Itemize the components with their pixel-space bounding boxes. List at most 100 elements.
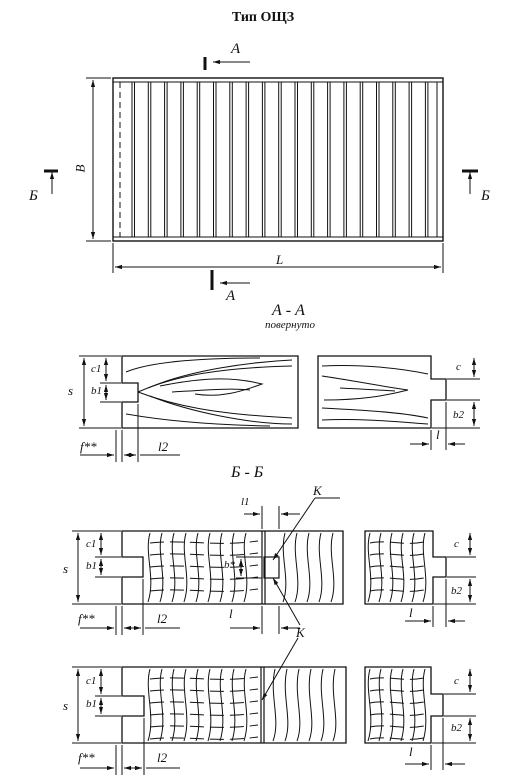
growth-ring-line bbox=[369, 552, 429, 556]
grain-line bbox=[422, 668, 427, 742]
grain-line bbox=[320, 668, 325, 742]
bb-upper-right-board bbox=[364, 530, 447, 605]
bb-upper-dim-l2: l2 bbox=[157, 611, 168, 626]
bb-upper-dim-b2: b2 bbox=[451, 585, 462, 597]
grain-line bbox=[195, 532, 200, 603]
grain-line bbox=[378, 668, 383, 742]
bb-upper-dim-c: c bbox=[454, 538, 459, 550]
bb-upper-dim-l-right: l bbox=[409, 605, 413, 620]
grain-line bbox=[195, 668, 200, 742]
bb-callout-k-lower: K bbox=[296, 625, 305, 640]
grain-line bbox=[411, 532, 416, 603]
grain-line bbox=[422, 532, 427, 603]
growth-ring-line bbox=[149, 552, 259, 556]
aa-dim-b2: b2 bbox=[453, 409, 464, 421]
section-bb-heading: Б - Б bbox=[231, 464, 264, 481]
growth-ring-line bbox=[149, 700, 259, 704]
growth-ring-line bbox=[369, 540, 429, 544]
growth-ring-line bbox=[369, 700, 429, 704]
bb-upper-dim-s: s bbox=[63, 561, 69, 576]
bb-lower-dim-l-right: l bbox=[409, 744, 413, 759]
growth-ring-line bbox=[149, 576, 259, 580]
grain-line bbox=[243, 532, 248, 603]
grain-line bbox=[243, 668, 248, 742]
bb-lower-dim-f: f** bbox=[78, 750, 95, 765]
bb-callout-k-upper: K bbox=[313, 483, 322, 498]
aa-dim-l2: l2 bbox=[158, 439, 169, 454]
growth-ring-line bbox=[369, 712, 429, 716]
section-aa-heading: А - А bbox=[272, 302, 305, 319]
bb-upper-dim-b1: b1 bbox=[86, 560, 97, 572]
aa-right-board bbox=[317, 355, 447, 429]
growth-ring-line bbox=[369, 676, 429, 680]
grain-line bbox=[308, 668, 313, 742]
section-b-label-right: Б bbox=[481, 188, 490, 204]
bb-upper-grain bbox=[147, 532, 335, 603]
grain-line bbox=[330, 532, 335, 603]
grain-line bbox=[332, 668, 337, 742]
grain-line bbox=[389, 668, 394, 742]
grain-line bbox=[183, 668, 188, 742]
growth-ring-line bbox=[369, 736, 429, 740]
grain-line bbox=[367, 668, 372, 742]
bb-lower-dim-b2: b2 bbox=[451, 722, 462, 734]
bb-lower-grain bbox=[147, 668, 337, 742]
bb-upper-left-board bbox=[121, 530, 344, 605]
drawing-title: Тип ОЩЗ bbox=[231, 10, 295, 25]
bb-lower-dim-c: c bbox=[454, 675, 459, 687]
growth-ring-line bbox=[149, 736, 259, 740]
grain-line bbox=[231, 668, 236, 742]
grain-line bbox=[231, 532, 236, 603]
grain-line bbox=[400, 668, 405, 742]
grain-line bbox=[272, 668, 277, 742]
aa-dim-s: s bbox=[68, 383, 74, 398]
growth-ring-line bbox=[369, 588, 429, 592]
grain-line bbox=[159, 668, 164, 742]
bb-upper-dim-l-mid: l bbox=[229, 606, 233, 621]
grain-line bbox=[318, 532, 323, 603]
aa-dim-f: f** bbox=[80, 439, 97, 454]
bb-lower-left-board bbox=[121, 666, 347, 744]
section-a-label-top: А bbox=[231, 41, 241, 57]
grain-line bbox=[171, 532, 176, 603]
growth-ring-line bbox=[149, 712, 259, 716]
bb-dim-l1: l1 bbox=[241, 496, 250, 508]
section-b-label-left: Б bbox=[29, 188, 38, 204]
bb-upper-dim-c1: c1 bbox=[86, 538, 97, 550]
growth-ring-line bbox=[149, 688, 259, 692]
section-a-label-bottom: А bbox=[226, 288, 236, 304]
grain-line bbox=[389, 532, 394, 603]
growth-ring-line bbox=[149, 676, 259, 680]
growth-ring-line bbox=[369, 724, 429, 728]
grain-line bbox=[282, 532, 287, 603]
aa-dim-c1: c1 bbox=[91, 363, 102, 375]
grain-line bbox=[207, 532, 212, 603]
aa-dim-c: c bbox=[456, 361, 461, 373]
aa-dim-l: l bbox=[436, 427, 440, 442]
grain-line bbox=[147, 532, 152, 603]
bb-lower-dim-s: s bbox=[63, 698, 69, 713]
grain-line bbox=[171, 668, 176, 742]
board-lines bbox=[131, 82, 429, 237]
growth-ring-line bbox=[369, 576, 429, 580]
grain-line bbox=[207, 668, 212, 742]
aa-left-board bbox=[121, 355, 299, 429]
grain-line bbox=[294, 532, 299, 603]
bb-upper-dim-f: f** bbox=[78, 611, 95, 626]
section-aa-view bbox=[79, 355, 480, 462]
bb-lower-right-board bbox=[364, 666, 444, 744]
grain-line bbox=[159, 532, 164, 603]
section-aa-note: повернуто bbox=[265, 319, 315, 331]
dimension-width-label: В bbox=[72, 164, 88, 173]
section-bb-upper-view bbox=[72, 497, 476, 635]
bb-lower-dim-c1: c1 bbox=[86, 675, 97, 687]
growth-ring-line bbox=[149, 588, 259, 592]
growth-ring-line bbox=[149, 564, 259, 568]
bb-dim-b-star: b* bbox=[224, 559, 235, 571]
grain-line bbox=[400, 532, 405, 603]
growth-ring-line bbox=[149, 724, 259, 728]
grain-line bbox=[147, 668, 152, 742]
growth-ring-line bbox=[149, 540, 259, 544]
bb-lower-dim-b1: b1 bbox=[86, 698, 97, 710]
